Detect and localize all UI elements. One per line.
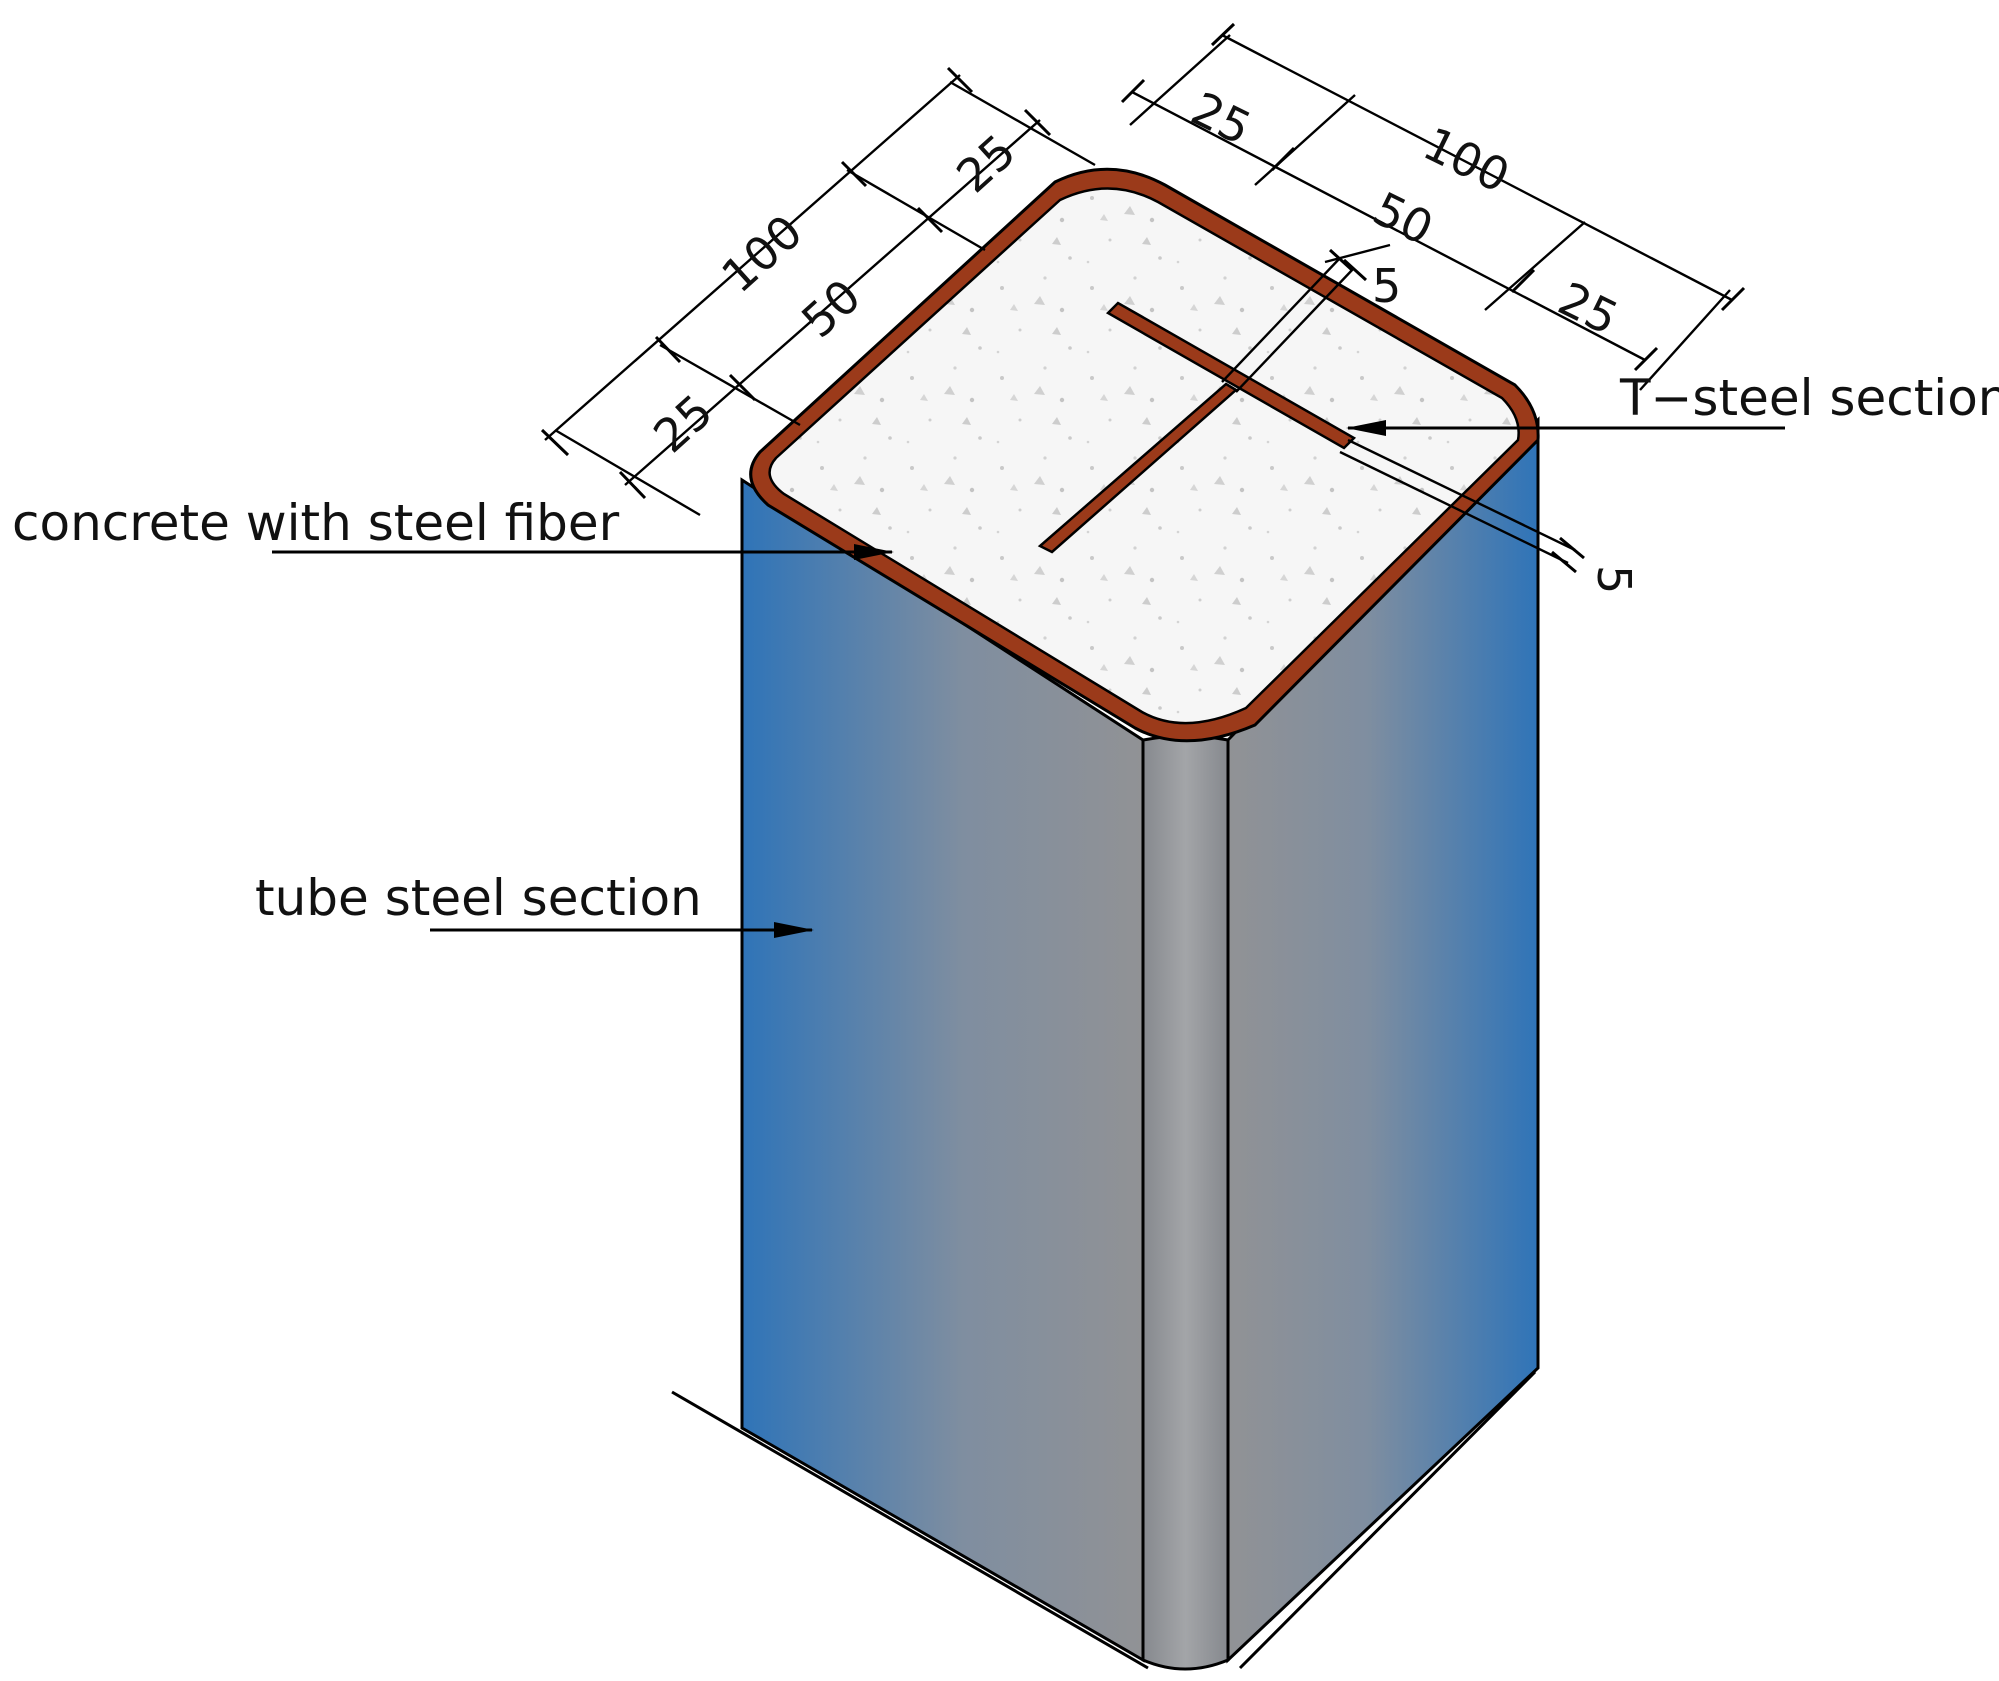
concrete-label-group: concrete with steel fiber (12, 494, 894, 560)
flange-thickness-dimension: 5 (1339, 438, 1641, 594)
tube-label-group: tube steel section (255, 869, 814, 938)
dim-flange-thickness: 5 (1587, 565, 1641, 594)
dim-left-tl: 25 (643, 384, 723, 463)
dim-right-outer: 100 (1415, 116, 1518, 203)
t-steel-flange (1105, 301, 1357, 450)
dim-right-tr: 25 (1550, 271, 1626, 345)
tube-rounded-corner (1141, 734, 1230, 1671)
dim-right-inner: 50 (1365, 181, 1441, 255)
tsteel-label: T−steel section (1619, 369, 1999, 427)
concrete-label: concrete with steel fiber (12, 494, 620, 552)
dim-web-thickness: 5 (1372, 259, 1401, 313)
t-steel-web (1037, 382, 1239, 554)
web-thickness-dimension: 5 (1221, 243, 1401, 393)
ground-line-right (1238, 1370, 1537, 1670)
t-steel-section (1037, 301, 1357, 554)
tsteel-label-group: T−steel section (1346, 369, 1999, 436)
tube-label: tube steel section (255, 869, 702, 927)
ground-line-left (671, 1390, 1149, 1670)
tube-steel-column (740, 416, 1540, 1671)
dim-right-tl: 25 (1183, 81, 1259, 155)
